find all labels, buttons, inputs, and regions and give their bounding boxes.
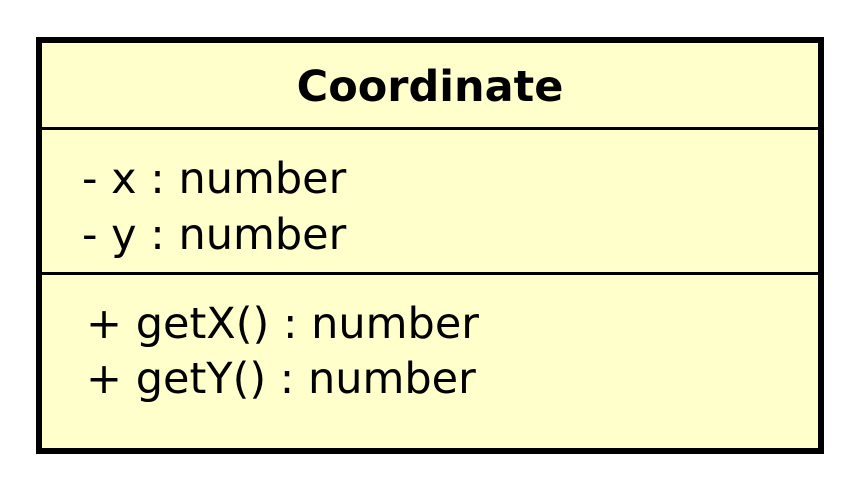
operations-compartment: + getX() : number + getY() : number <box>42 275 818 448</box>
operation-getx: + getX() : number <box>86 299 479 349</box>
attribute-y: - y : number <box>82 210 347 260</box>
attribute-x: - x : number <box>82 154 347 204</box>
uml-class-box[interactable]: Coordinate - x : number - y : number + g… <box>36 37 824 454</box>
class-header: Coordinate <box>42 43 818 130</box>
class-name: Coordinate <box>296 61 564 112</box>
operation-gety: + getY() : number <box>86 354 476 404</box>
attributes-compartment: - x : number - y : number <box>42 130 818 275</box>
